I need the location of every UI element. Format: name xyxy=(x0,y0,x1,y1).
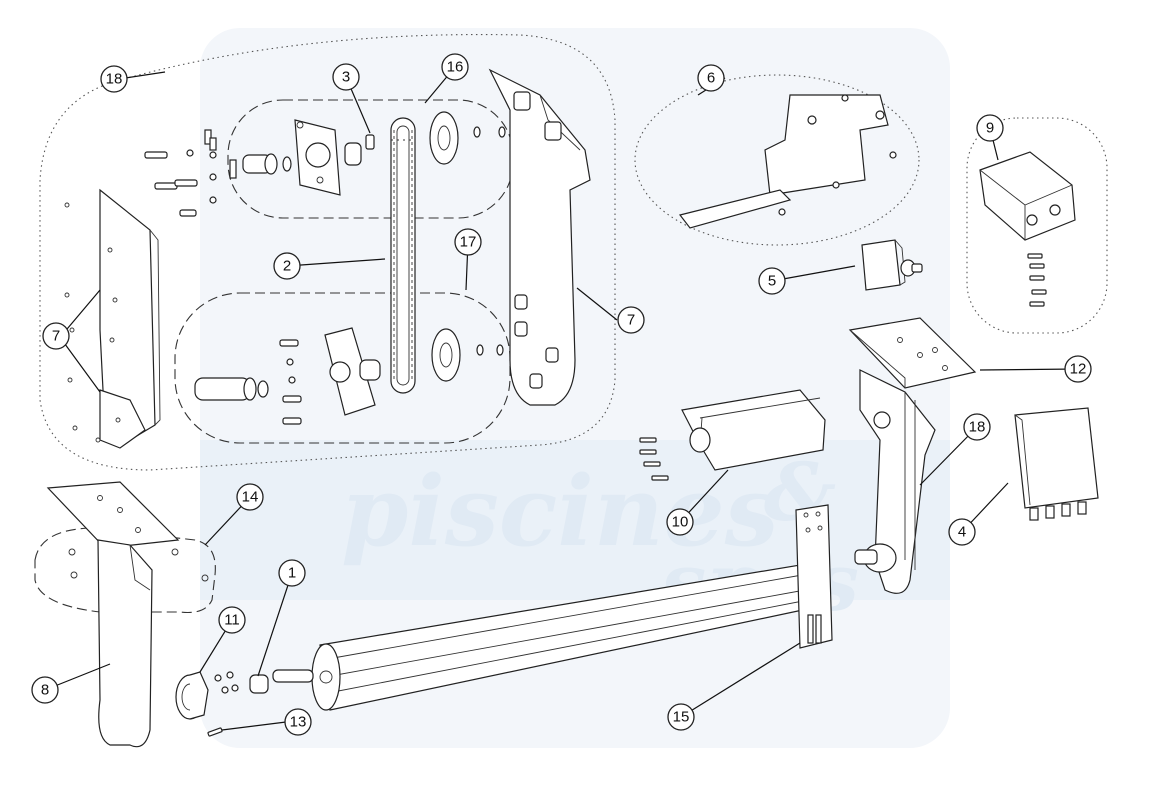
roller-tube xyxy=(272,564,823,711)
part-9-control-box xyxy=(979,151,1076,307)
callout-5: 5 xyxy=(758,267,786,295)
callout-4-label: 4 xyxy=(958,524,966,541)
part-17-lower-assembly xyxy=(194,327,381,425)
callout-9: 9 xyxy=(976,114,1004,142)
part-14-base-plate xyxy=(46,481,209,582)
callout-7-left-label: 7 xyxy=(52,328,60,345)
callout-11: 11 xyxy=(218,606,246,634)
callout-8: 8 xyxy=(31,676,59,704)
callout-17: 17 xyxy=(454,228,482,256)
group-16-outline xyxy=(227,99,514,219)
part-8-end-bracket xyxy=(97,539,153,748)
callout-10-label: 10 xyxy=(672,514,689,531)
part-10-motor-unit xyxy=(639,389,826,481)
callout-12: 12 xyxy=(1064,355,1092,383)
callout-13: 13 xyxy=(284,708,312,736)
callout-4: 4 xyxy=(948,518,976,546)
group-6-outline xyxy=(634,74,920,246)
callout-2: 2 xyxy=(273,252,301,280)
part-7-right-plate xyxy=(488,68,591,406)
callout-5-label: 5 xyxy=(768,273,776,290)
callouts: 1 2 3 4 5 6 7 7 8 9 10 1 xyxy=(31,53,1092,736)
group-14-outline xyxy=(34,527,216,614)
group-9-outline xyxy=(966,117,1108,334)
part-11-bearing xyxy=(175,671,239,720)
part-7-left-cover xyxy=(99,188,161,449)
callout-11-label: 11 xyxy=(224,612,240,629)
callout-7-right-label: 7 xyxy=(627,312,635,329)
callout-9-label: 9 xyxy=(986,120,994,137)
callout-15-label: 15 xyxy=(673,709,690,726)
part-9-screws xyxy=(1027,253,1047,307)
callout-2-label: 2 xyxy=(283,258,291,275)
callout-3-label: 3 xyxy=(342,69,350,86)
callout-18-right: 18 xyxy=(963,413,991,441)
callout-1: 1 xyxy=(278,559,306,587)
group-18-outline xyxy=(39,33,616,471)
callout-7-right: 7 xyxy=(617,306,645,334)
callout-1-label: 1 xyxy=(288,565,296,582)
part-13-pin xyxy=(207,727,223,737)
lower-sprocket xyxy=(431,328,504,382)
part-2-chain xyxy=(390,117,416,394)
watermark-brand-text: piscines xyxy=(341,455,778,568)
callout-14-label: 14 xyxy=(242,489,259,506)
part-12-top-plate xyxy=(848,317,977,389)
callout-15: 15 xyxy=(667,703,695,731)
part-4-electrical-box xyxy=(1014,407,1099,521)
callout-18-left-label: 18 xyxy=(106,71,123,88)
callout-6: 6 xyxy=(697,64,725,92)
callout-17-label: 17 xyxy=(460,234,477,251)
part-15-end-plate xyxy=(795,504,833,649)
callout-13-label: 13 xyxy=(290,714,307,731)
part-18-right-post xyxy=(854,369,936,594)
part-6-bracket xyxy=(678,94,897,229)
part-16-upper-assembly xyxy=(209,119,362,196)
callout-18-left: 18 xyxy=(100,65,128,93)
callout-10: 10 xyxy=(666,508,694,536)
callout-7-left: 7 xyxy=(42,322,70,350)
callout-8-label: 8 xyxy=(41,682,49,699)
part-5-motor-box xyxy=(861,239,923,291)
callout-6-label: 6 xyxy=(707,70,715,87)
callout-16-label: 16 xyxy=(447,59,464,76)
part-3-key xyxy=(365,134,375,150)
callout-14: 14 xyxy=(236,483,264,511)
callout-18-right-label: 18 xyxy=(969,419,986,436)
screws-group-18 xyxy=(64,129,217,443)
callout-3: 3 xyxy=(332,63,360,91)
callout-16: 16 xyxy=(441,53,469,81)
callout-12-label: 12 xyxy=(1070,361,1087,378)
upper-sprocket xyxy=(429,111,506,165)
part-1-collar xyxy=(249,674,269,694)
